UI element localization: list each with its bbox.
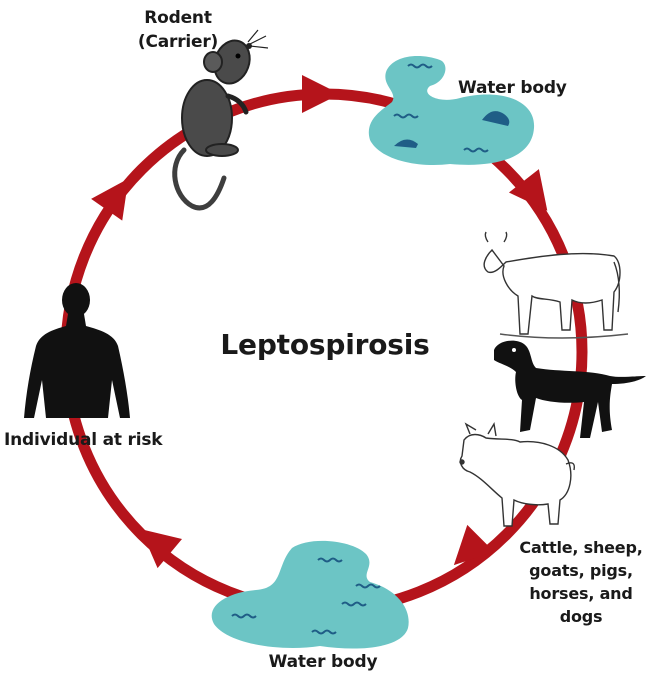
human-silhouette-icon xyxy=(24,283,130,418)
animals-label: Cattle, sheep, goats, pigs, horses, and … xyxy=(512,536,650,628)
water-body-label-bottom: Water body xyxy=(268,652,378,672)
individual-at-risk-label: Individual at risk xyxy=(4,430,163,450)
animals-label-line1: Cattle, sheep, xyxy=(519,538,643,557)
arrowhead-5 xyxy=(91,178,129,221)
arrowhead-2 xyxy=(508,169,548,211)
arrowhead-4 xyxy=(140,529,183,569)
arrowhead-3 xyxy=(453,524,495,566)
water-body-label-top: Water body xyxy=(458,78,567,98)
animals-label-line2: goats, pigs, xyxy=(529,561,633,580)
arrowhead-1 xyxy=(302,75,340,113)
dog-icon xyxy=(494,340,646,438)
rodent-label-line1: Rodent xyxy=(144,8,212,28)
cow-icon xyxy=(483,231,629,339)
water-body-icon-bottom xyxy=(211,540,409,649)
rodent-label: Rodent (Carrier) xyxy=(118,6,238,54)
rodent-icon xyxy=(172,29,269,211)
animals-label-line3: horses, and dogs xyxy=(529,584,633,626)
rodent-label-line2: (Carrier) xyxy=(137,32,219,52)
diagram-title: Leptospirosis xyxy=(220,328,430,361)
pig-icon xyxy=(459,422,576,527)
water-body-icon xyxy=(368,56,535,165)
